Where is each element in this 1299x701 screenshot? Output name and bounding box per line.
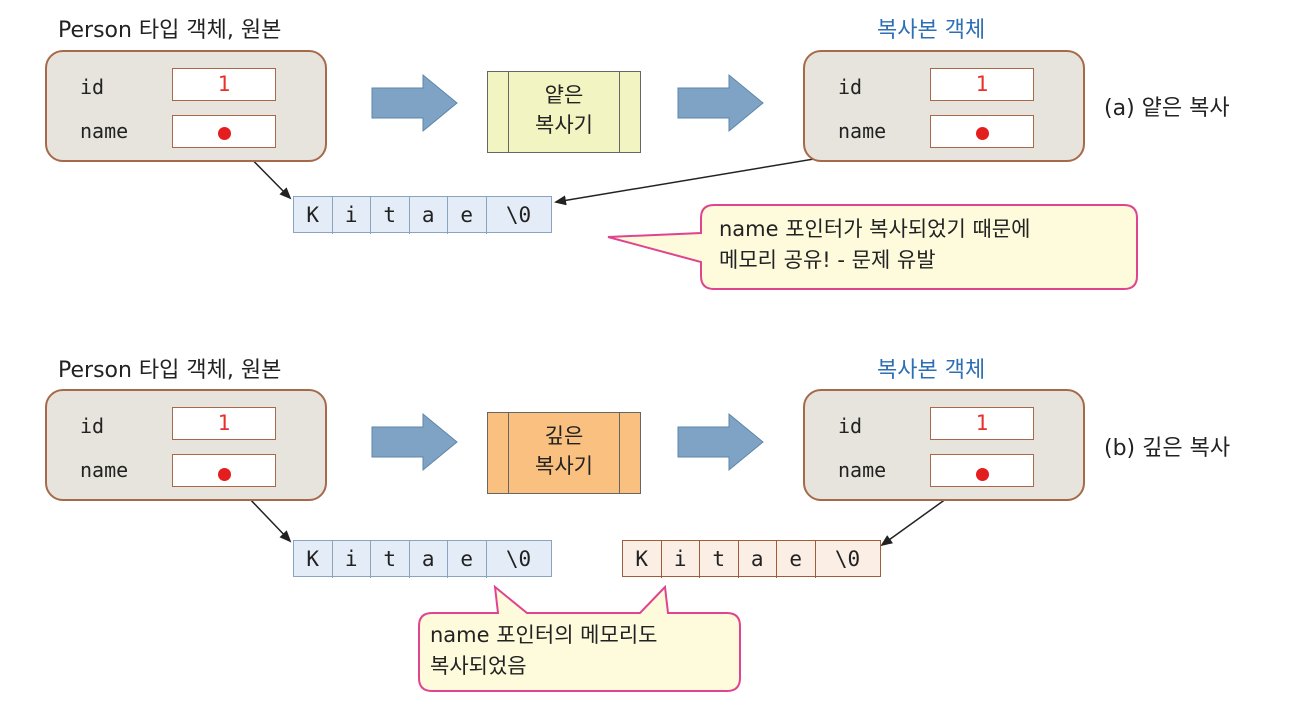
callout-b-text: name 포인터의 메모리도 복사되었음 xyxy=(430,620,657,682)
field-label-id: id xyxy=(838,414,863,438)
original-object-label-a: Person 타입 객체, 원본 xyxy=(58,18,282,43)
field-label-id: id xyxy=(838,75,863,99)
field-label-id: id xyxy=(80,414,105,438)
flow-arrow-b-1 xyxy=(371,412,458,472)
callout-line2: 복사되었음 xyxy=(430,654,527,678)
string-cell: a xyxy=(739,541,777,578)
original-object-b: id name 1 xyxy=(45,389,327,501)
copy-object-label-b: 복사본 객체 xyxy=(877,358,986,383)
string-cell: e xyxy=(448,197,487,234)
copied-string-array: K i t a e \0 xyxy=(622,540,881,578)
flow-arrow-a-2 xyxy=(677,73,764,133)
string-cell: i xyxy=(662,541,700,578)
callout-line2: 메모리 공유! - 문제 유발 xyxy=(719,248,936,272)
string-cell: \0 xyxy=(834,547,861,571)
string-cell: i xyxy=(333,541,371,578)
flow-arrow-a-1 xyxy=(371,73,458,133)
string-cell: a xyxy=(410,197,448,234)
original-object-label-b: Person 타입 객체, 원본 xyxy=(58,358,282,383)
field-label-id: id xyxy=(80,75,105,99)
callout-line1: name 포인터의 메모리도 xyxy=(430,623,658,647)
shared-string-array: K i t a e \0 xyxy=(293,196,552,234)
string-cell: e xyxy=(448,541,487,578)
copy-object-b: id name 1 xyxy=(803,389,1085,501)
original-string-array: K i t a e \0 xyxy=(293,540,552,578)
string-cell: K xyxy=(294,197,333,234)
deep-copier-box: 깊은 복사기 xyxy=(487,412,641,494)
copy-object-label-a: 복사본 객체 xyxy=(877,18,986,43)
field-label-name: name xyxy=(80,119,129,143)
field-label-name: name xyxy=(838,458,887,482)
flow-arrow-b-2 xyxy=(677,412,764,472)
pointer-dot xyxy=(218,468,231,481)
callout-line1: name 포인터가 복사되었기 때문에 xyxy=(719,217,1031,241)
string-cell: a xyxy=(410,541,448,578)
string-cell: K xyxy=(623,541,662,578)
copier-line1: 깊은 xyxy=(544,424,584,448)
callout-a-shape xyxy=(607,204,1138,290)
id-value-box: 1 xyxy=(172,68,276,101)
copy-object-a: id name 1 xyxy=(803,50,1085,162)
string-cell: e xyxy=(777,541,816,578)
id-value-box: 1 xyxy=(172,407,276,440)
string-cell: \0 xyxy=(505,547,532,571)
original-object-a: id name 1 xyxy=(45,50,327,162)
shallow-copier-box: 얕은 복사기 xyxy=(487,71,641,153)
string-cell: t xyxy=(700,541,739,578)
string-cell: t xyxy=(371,541,410,578)
string-cell: i xyxy=(333,197,371,234)
callout-b-shape xyxy=(418,584,741,692)
copier-line2: 복사기 xyxy=(535,113,593,137)
copier-line1: 얕은 xyxy=(544,83,584,107)
id-value-box: 1 xyxy=(930,407,1034,440)
field-label-name: name xyxy=(80,458,129,482)
caption-a: (a) 얕은 복사 xyxy=(1104,96,1230,121)
id-value-box: 1 xyxy=(930,68,1034,101)
string-cell: \0 xyxy=(505,203,532,227)
string-cell: K xyxy=(294,541,333,578)
pointer-dot xyxy=(976,127,989,140)
copier-line2: 복사기 xyxy=(535,454,593,478)
pointer-dot xyxy=(218,127,231,140)
pointer-dot xyxy=(976,468,989,481)
string-cell: t xyxy=(371,197,410,234)
caption-b: (b) 깊은 복사 xyxy=(1104,436,1231,461)
field-label-name: name xyxy=(838,119,887,143)
callout-a-text: name 포인터가 복사되었기 때문에 메모리 공유! - 문제 유발 xyxy=(719,214,1030,276)
